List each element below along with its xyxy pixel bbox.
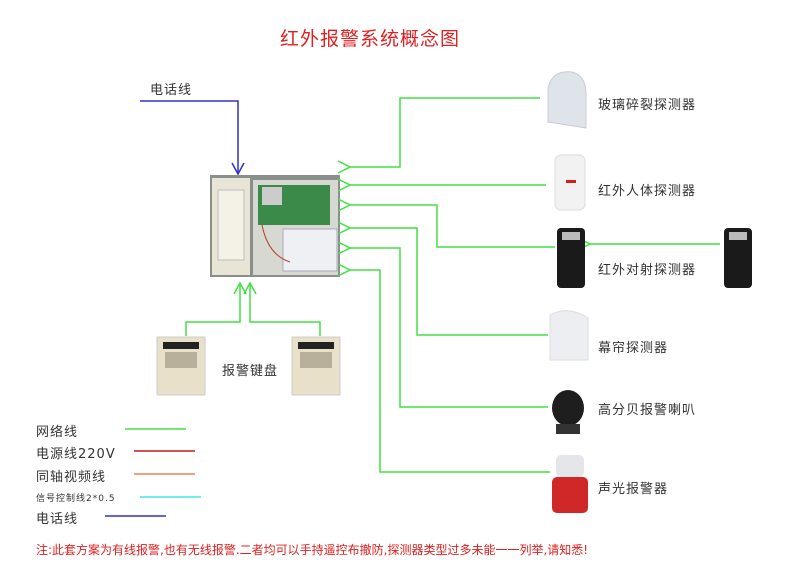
footer-note: 注:此套方案为有线报警,也有无线报警.二者均可以手持遥控布撤防,探测器类型过多未… — [36, 543, 589, 557]
beam-detector-image — [557, 228, 585, 288]
device-label: 红外对射探测器 — [598, 263, 697, 278]
legend-label: 网络线 — [36, 425, 79, 440]
network-lines — [185, 97, 720, 473]
siren-image — [552, 390, 584, 434]
keypad-image — [291, 336, 341, 396]
legend-label: 同轴视频线 — [36, 470, 107, 485]
beam-detector-image — [724, 228, 752, 288]
device-label: 幕帘探测器 — [598, 341, 669, 356]
pir-detector-image — [554, 154, 586, 211]
device-label: 玻璃碎裂探测器 — [598, 98, 697, 113]
device-label: 声光报警器 — [598, 482, 669, 497]
device-label: 红外人体探测器 — [598, 184, 697, 199]
phone-line — [140, 100, 245, 176]
keypad-image — [156, 336, 206, 396]
strobe-siren-image — [552, 455, 588, 513]
device-label: 高分贝报警喇叭 — [598, 403, 697, 418]
phone-line-label: 电话线 — [150, 83, 193, 98]
page-title: 红外报警系统概念图 — [280, 28, 461, 50]
curtain-detector-image — [549, 310, 589, 361]
legend-label: 电源线220V — [36, 447, 116, 462]
glass-break-detector-image — [547, 71, 587, 129]
legend-label: 电话线 — [36, 512, 79, 527]
legend-label: 信号控制线2*0.5 — [36, 494, 116, 504]
control-panel-image — [210, 175, 340, 277]
keypad-label: 报警键盘 — [222, 364, 279, 379]
